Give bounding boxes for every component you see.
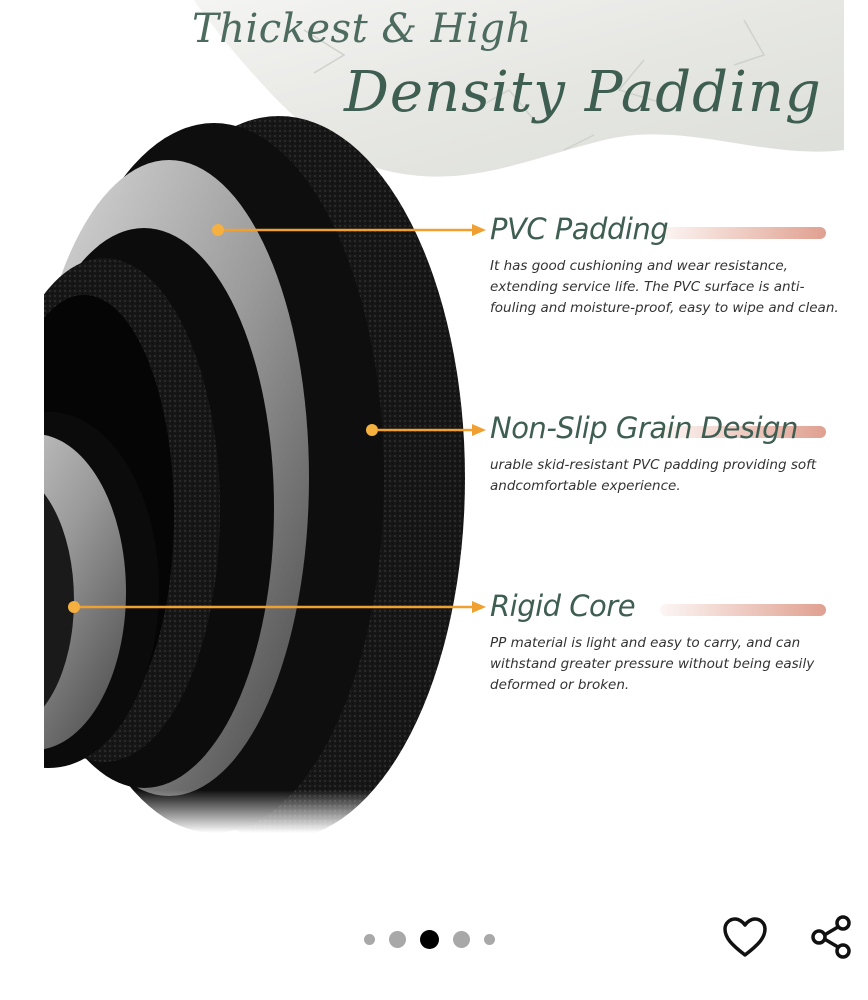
- callout-rigid-core: [68, 601, 486, 613]
- carousel-dot-5[interactable]: [484, 933, 495, 945]
- image-title-line2: Density Padding: [344, 60, 822, 125]
- carousel-pagination: [364, 928, 495, 950]
- share-button[interactable]: [806, 912, 856, 962]
- feature-accent-bar: [660, 227, 826, 239]
- feature-accent-bar: [660, 426, 826, 438]
- carousel-dot-1[interactable]: [364, 933, 375, 945]
- feature-title: Rigid Core: [490, 589, 636, 623]
- ab-roller-rings-illustration: [44, 116, 844, 833]
- feature-description: PP material is light and easy to carry, …: [490, 635, 815, 693]
- feature-description: urable skid-resistant PVC padding provid…: [490, 457, 817, 494]
- feature-pvc-padding: PVC Padding It has good cushioning and w…: [490, 212, 840, 319]
- feature-title: PVC Padding: [490, 212, 669, 246]
- feature-non-slip-grain-design: Non-Slip Grain Design urable skid-resist…: [490, 411, 840, 497]
- favorite-button[interactable]: [720, 912, 770, 962]
- product-image[interactable]: Thickest & High Density Padding PVC Padd…: [44, 0, 844, 833]
- share-icon: [811, 915, 851, 959]
- carousel-dot-3-active[interactable]: [420, 929, 439, 949]
- feature-rigid-core: Rigid Core PP material is light and easy…: [490, 589, 840, 696]
- callout-non-slip-grain: [366, 424, 486, 436]
- carousel-dot-4[interactable]: [453, 930, 470, 948]
- feature-description: It has good cushioning and wear resistan…: [490, 258, 839, 316]
- callout-pvc-padding: [212, 224, 486, 236]
- heart-icon: [723, 917, 767, 957]
- feature-accent-bar: [660, 604, 826, 616]
- carousel-dot-2[interactable]: [389, 930, 406, 948]
- image-title-line1: Thickest & High: [192, 6, 532, 52]
- feature-title: Non-Slip Grain Design: [490, 411, 798, 445]
- paper-texture-background: [194, 0, 844, 177]
